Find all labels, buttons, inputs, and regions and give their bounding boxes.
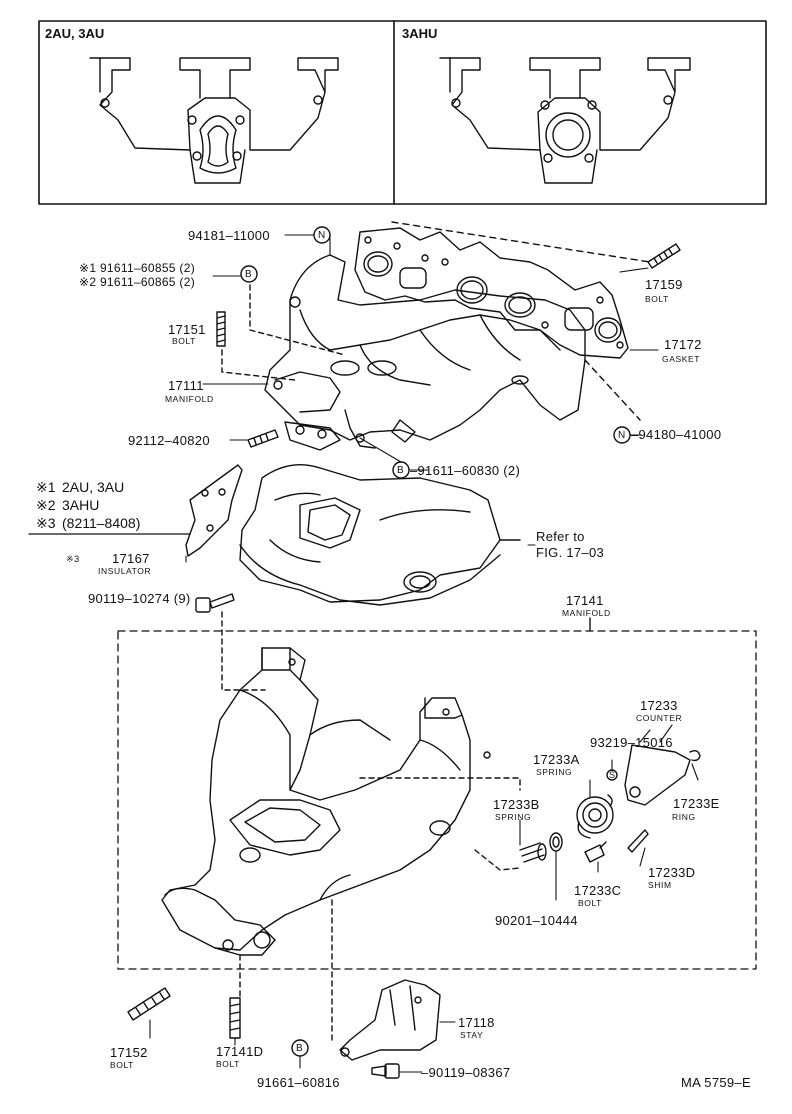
callout-92112-40820: 92112–40820 bbox=[128, 433, 210, 448]
callout-17111-name: MANIFOLD bbox=[165, 394, 214, 404]
bolt-17233C bbox=[584, 841, 607, 863]
callout-17233D-name: SHIM bbox=[648, 880, 672, 890]
leader-dash-17151 bbox=[221, 349, 296, 381]
callout-17141D: 17141D bbox=[216, 1044, 264, 1059]
manifold-17141-box bbox=[117, 630, 757, 970]
legend-mark: ※3 bbox=[36, 515, 56, 531]
callout-17233C-name: BOLT bbox=[578, 898, 602, 908]
legend-item: ※3 (8211–8408) bbox=[36, 515, 140, 531]
callout-90119-08367: –90119–08367 bbox=[421, 1065, 511, 1080]
callout-17111: 17111 bbox=[168, 378, 204, 393]
callout-90201-10444: 90201–10444 bbox=[495, 913, 578, 928]
legend-item: ※1 2AU, 3AU bbox=[36, 479, 124, 495]
callout-17151: 17151 bbox=[168, 322, 206, 337]
leader-dash-17233B bbox=[474, 849, 521, 871]
callout-17152-name: BOLT bbox=[110, 1060, 134, 1070]
s-marker: S bbox=[609, 770, 616, 780]
callout-90119-10274: 90119–10274 (9) bbox=[88, 591, 191, 606]
callout-91611-60830: –91611–60830 (2) bbox=[410, 463, 521, 478]
callout-17118: 17118 bbox=[458, 1015, 495, 1030]
legend-text: 3AHU bbox=[62, 497, 100, 513]
callout-17152: 17152 bbox=[110, 1045, 148, 1060]
stud-17159 bbox=[647, 243, 681, 269]
callout-17118-name: STAY bbox=[460, 1030, 484, 1040]
inset-flange-2au bbox=[89, 57, 339, 184]
inset-frame bbox=[38, 20, 767, 205]
callout-17233D: 17233D bbox=[648, 865, 696, 880]
callout-17172-name: GASKET bbox=[662, 354, 701, 364]
legend-mark: ※1 bbox=[36, 479, 56, 495]
callout-17141D-name: BOLT bbox=[216, 1059, 240, 1069]
diagram-code: MA 5759–E bbox=[681, 1075, 751, 1090]
callout-17159: 17159 bbox=[645, 277, 683, 292]
callout-17167: 17167 bbox=[112, 551, 150, 566]
refer-to-text: Refer to bbox=[536, 529, 585, 544]
n-marker: N bbox=[318, 230, 326, 241]
insulator-17167 bbox=[185, 464, 243, 557]
spring-17233B bbox=[519, 842, 547, 863]
ring-17233E bbox=[689, 749, 701, 762]
callout-17233A-name: SPRING bbox=[536, 767, 573, 777]
callout-17233E: 17233E bbox=[673, 796, 720, 811]
leader-dash-b1 bbox=[249, 284, 346, 356]
callout-17233B-name: SPRING bbox=[495, 812, 532, 822]
leader-dash-94180 bbox=[584, 359, 641, 421]
washer-90201 bbox=[549, 832, 563, 852]
refer-fig-text: FIG. 17–03 bbox=[536, 545, 605, 560]
stud-92112 bbox=[247, 429, 279, 448]
intake-manifold-17141 bbox=[161, 647, 491, 956]
counter-17233 bbox=[624, 744, 691, 806]
legend-mark: ※2 bbox=[36, 497, 56, 513]
callout-17151-name: BOLT bbox=[172, 336, 196, 346]
callout-94181-11000: 94181–11000 bbox=[188, 228, 270, 243]
bolt-90119-08367 bbox=[371, 1063, 400, 1079]
inset-flange-3ahu bbox=[439, 57, 691, 184]
leader-lines bbox=[149, 234, 699, 1073]
callout-17167-name: INSULATOR bbox=[98, 566, 152, 576]
callout-17233: 17233 bbox=[640, 698, 678, 713]
exhaust-manifold-17111 bbox=[264, 254, 586, 451]
callout-17141: 17141 bbox=[566, 593, 604, 608]
heat-insulator-cover bbox=[239, 464, 501, 606]
callout-17233-name: COUNTER bbox=[636, 713, 683, 723]
callout-17159-name: BOLT bbox=[645, 294, 669, 304]
legend-text: (8211–8408) bbox=[62, 515, 141, 531]
callout-94180-41000: –94180–41000 bbox=[631, 427, 722, 442]
stay-17118 bbox=[339, 979, 441, 1061]
legend-item: ※2 3AHU bbox=[36, 497, 99, 513]
n-marker: N bbox=[618, 430, 626, 441]
callout-17167-mark: ※3 bbox=[66, 554, 80, 564]
callout-91611-60865: ※2 91611–60865 (2) bbox=[79, 275, 195, 289]
leader-dash-gasket bbox=[391, 221, 651, 263]
callout-17233E-name: RING bbox=[672, 812, 696, 822]
callout-91611-60855: ※1 91611–60855 (2) bbox=[79, 261, 195, 275]
callout-17141-name: MANIFOLD bbox=[562, 608, 611, 618]
shim-17233D bbox=[627, 829, 649, 853]
callout-17172: 17172 bbox=[664, 337, 702, 352]
callout-17233A: 17233A bbox=[533, 752, 580, 767]
callout-93219-15016: 93219–15016 bbox=[590, 735, 673, 750]
bolt-90119-10274 bbox=[195, 593, 235, 613]
bolt-17151 bbox=[216, 311, 226, 347]
leader-dash-spring bbox=[359, 777, 521, 791]
legend-text: 2AU, 3AU bbox=[62, 479, 125, 495]
gasket-17172 bbox=[354, 227, 629, 359]
b-marker: B bbox=[397, 465, 405, 476]
spring-17233A bbox=[576, 794, 614, 839]
callout-17233C: 17233C bbox=[574, 883, 622, 898]
stud-17152 bbox=[127, 987, 171, 1021]
inset-title-left: 2AU, 3AU bbox=[45, 26, 105, 41]
b-marker: B bbox=[296, 1043, 304, 1054]
b-marker: B bbox=[245, 269, 253, 280]
bolt-17141D bbox=[229, 997, 241, 1039]
inset-title-right: 3AHU bbox=[402, 26, 438, 41]
leader-dash-90119 bbox=[221, 611, 266, 691]
callout-91661-60816: 91661–60816 bbox=[257, 1075, 340, 1090]
callout-17233B: 17233B bbox=[493, 797, 540, 812]
